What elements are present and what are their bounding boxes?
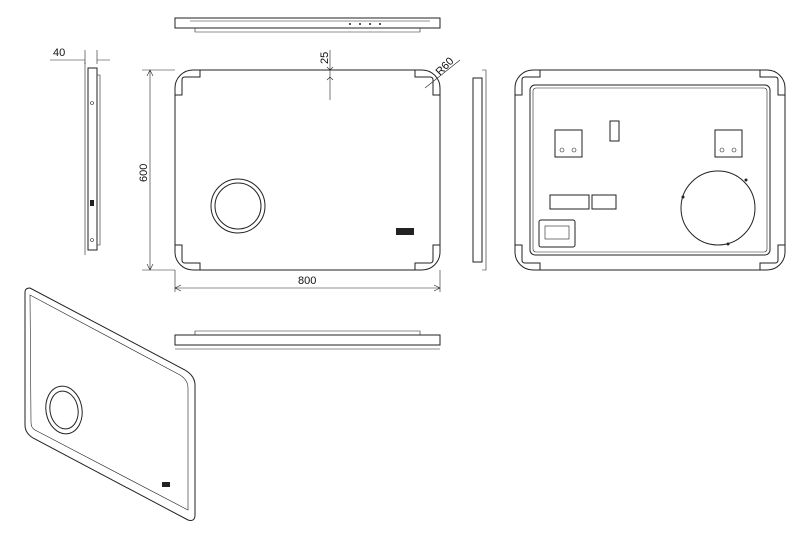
clock-display-icon (396, 228, 414, 235)
top-view (174, 17, 441, 33)
bottom-view (174, 330, 441, 350)
isometric-view (24, 287, 196, 521)
back-view (514, 69, 786, 271)
depth-dimension-label: 40 (53, 47, 65, 59)
height-dimension-label: 600 (138, 164, 150, 182)
side-view-left: 40 (50, 47, 110, 255)
front-view: 25 R60 600 800 (138, 50, 461, 292)
radius-dimension-label: R60 (434, 55, 457, 78)
led-inset-dimension-label: 25 (319, 52, 331, 64)
width-dimension-label: 800 (298, 275, 316, 287)
side-view-right (472, 69, 487, 271)
